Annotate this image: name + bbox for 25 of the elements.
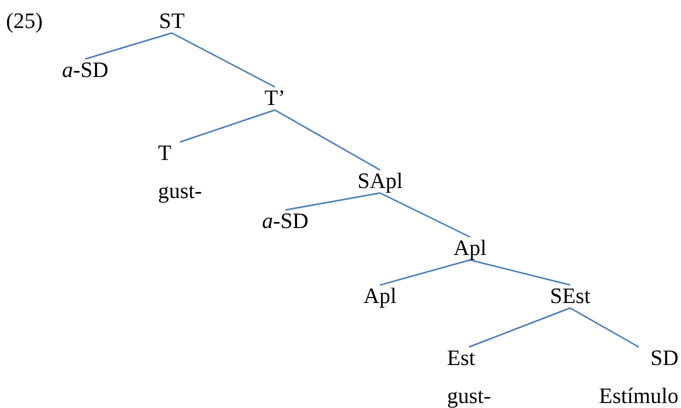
tree-node-label: T bbox=[158, 140, 172, 166]
tree-branch bbox=[470, 259, 570, 286]
tree-node-label: SApl bbox=[358, 168, 403, 194]
tree-node-label: SEst bbox=[550, 283, 590, 309]
tree-node-label: Apl bbox=[364, 283, 396, 309]
word-form: gust- bbox=[447, 383, 491, 408]
tree-node-label: T’ bbox=[264, 85, 286, 111]
tree-node-label: SD bbox=[649, 345, 678, 371]
tree-node-label: Apl bbox=[454, 235, 486, 261]
tree-branch bbox=[180, 109, 276, 143]
tree-branch bbox=[285, 192, 380, 211]
word-form: gust- bbox=[158, 178, 202, 204]
tree-node-label: ST bbox=[159, 8, 185, 34]
tree-branch bbox=[380, 192, 470, 238]
example-number: (25) bbox=[6, 8, 43, 34]
tree-node-label: a-SD bbox=[262, 208, 308, 234]
word-form: Estímulo bbox=[599, 383, 678, 408]
tree-branch bbox=[570, 307, 640, 348]
tree-branch bbox=[274, 109, 380, 171]
tree-branch bbox=[468, 307, 570, 348]
tree-node-label: Est bbox=[447, 345, 476, 371]
tree-node-label: a-SD bbox=[62, 57, 108, 83]
tree-branch bbox=[85, 32, 172, 60]
tree-branch bbox=[380, 259, 470, 286]
tree-branch bbox=[172, 32, 276, 88]
